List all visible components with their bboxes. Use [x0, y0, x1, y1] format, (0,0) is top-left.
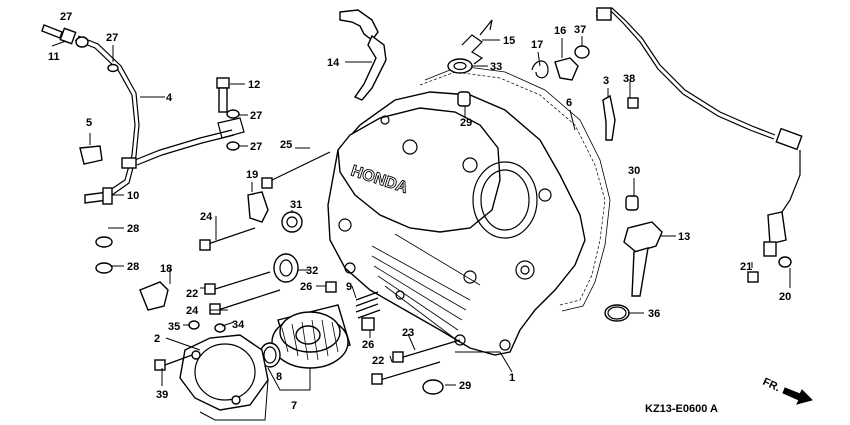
callout-5: 5	[86, 117, 92, 129]
callout-22: 22	[372, 355, 384, 367]
callout-27: 27	[60, 11, 72, 23]
bolt-11	[41, 24, 63, 39]
plate-18	[139, 281, 169, 311]
callout-14: 14	[327, 57, 340, 69]
callout-35: 29	[459, 380, 471, 392]
callout-28: 28	[127, 223, 139, 235]
callout-34: 35	[168, 321, 180, 333]
callout-13: 13	[678, 231, 690, 243]
callout-24: 24	[200, 211, 213, 223]
callout-29: 29	[460, 117, 472, 129]
callout-11: 11	[48, 51, 60, 63]
callout-4: 4	[166, 92, 173, 104]
callout-12: 12	[248, 79, 260, 91]
callout-39: 39	[156, 389, 168, 401]
spring-17	[531, 60, 549, 79]
callout-16: 16	[554, 25, 566, 37]
callout-21: 21	[740, 261, 752, 273]
callout-31: 32	[306, 265, 318, 277]
bracket-19	[247, 191, 269, 223]
callout-27: 27	[250, 110, 262, 122]
callout-29: 30	[628, 165, 640, 177]
leader-lines	[51, 36, 791, 421]
callout-26: 26	[362, 339, 374, 351]
callout-2: 2	[154, 333, 160, 345]
oil-filter-7	[271, 304, 351, 369]
callout-25: 25	[280, 139, 292, 151]
clip-16	[554, 57, 579, 81]
callout-8: 8	[276, 371, 282, 383]
gasket-outline	[424, 65, 611, 312]
clamp-5	[79, 145, 103, 165]
callout-27: 27	[106, 32, 118, 44]
callout-10: 10	[127, 190, 139, 202]
callout-32: 33	[490, 61, 502, 73]
callout-labels: 27 11 27 4 5 10 28 28 12 27 27 14 15 33 …	[48, 11, 791, 412]
callout-19: 19	[246, 169, 258, 181]
callout-38: 38	[623, 73, 635, 85]
callout-7: 7	[291, 400, 297, 412]
callout-1: 1	[509, 372, 515, 384]
callout-27: 27	[250, 141, 262, 153]
spring-9	[355, 291, 381, 319]
switch-3	[602, 94, 616, 141]
callout-33: 34	[232, 319, 245, 331]
callout-9: 9	[346, 281, 352, 293]
callout-18: 18	[160, 263, 172, 275]
callout-36: 36	[648, 308, 660, 320]
callout-17: 17	[531, 39, 543, 51]
callout-20: 20	[779, 291, 791, 303]
direction-label: FR.	[761, 376, 782, 394]
callout-24: 24	[186, 305, 199, 317]
callout-30: 31	[290, 199, 302, 211]
callout-3: 3	[603, 75, 609, 87]
front-direction-indicator: FR.	[761, 376, 813, 405]
callout-26: 26	[300, 281, 312, 293]
crankcase-cover: HONDA	[327, 91, 586, 356]
gasket	[419, 71, 606, 306]
breather-tube	[74, 39, 136, 191]
oil-filler-cap-13	[623, 221, 663, 253]
spring-15	[461, 19, 493, 65]
callout-37: 37	[574, 24, 586, 36]
callout-22: 22	[186, 288, 198, 300]
callout-28: 28	[127, 261, 139, 273]
sensor-20	[767, 211, 787, 245]
callout-15: 15	[503, 35, 515, 47]
front-arrow-icon	[782, 387, 813, 405]
callout-23: 23	[402, 327, 414, 339]
diagram-code: KZ13-E0600 A	[645, 403, 718, 415]
lever-14	[339, 9, 379, 41]
callout-6: 6	[566, 97, 572, 109]
